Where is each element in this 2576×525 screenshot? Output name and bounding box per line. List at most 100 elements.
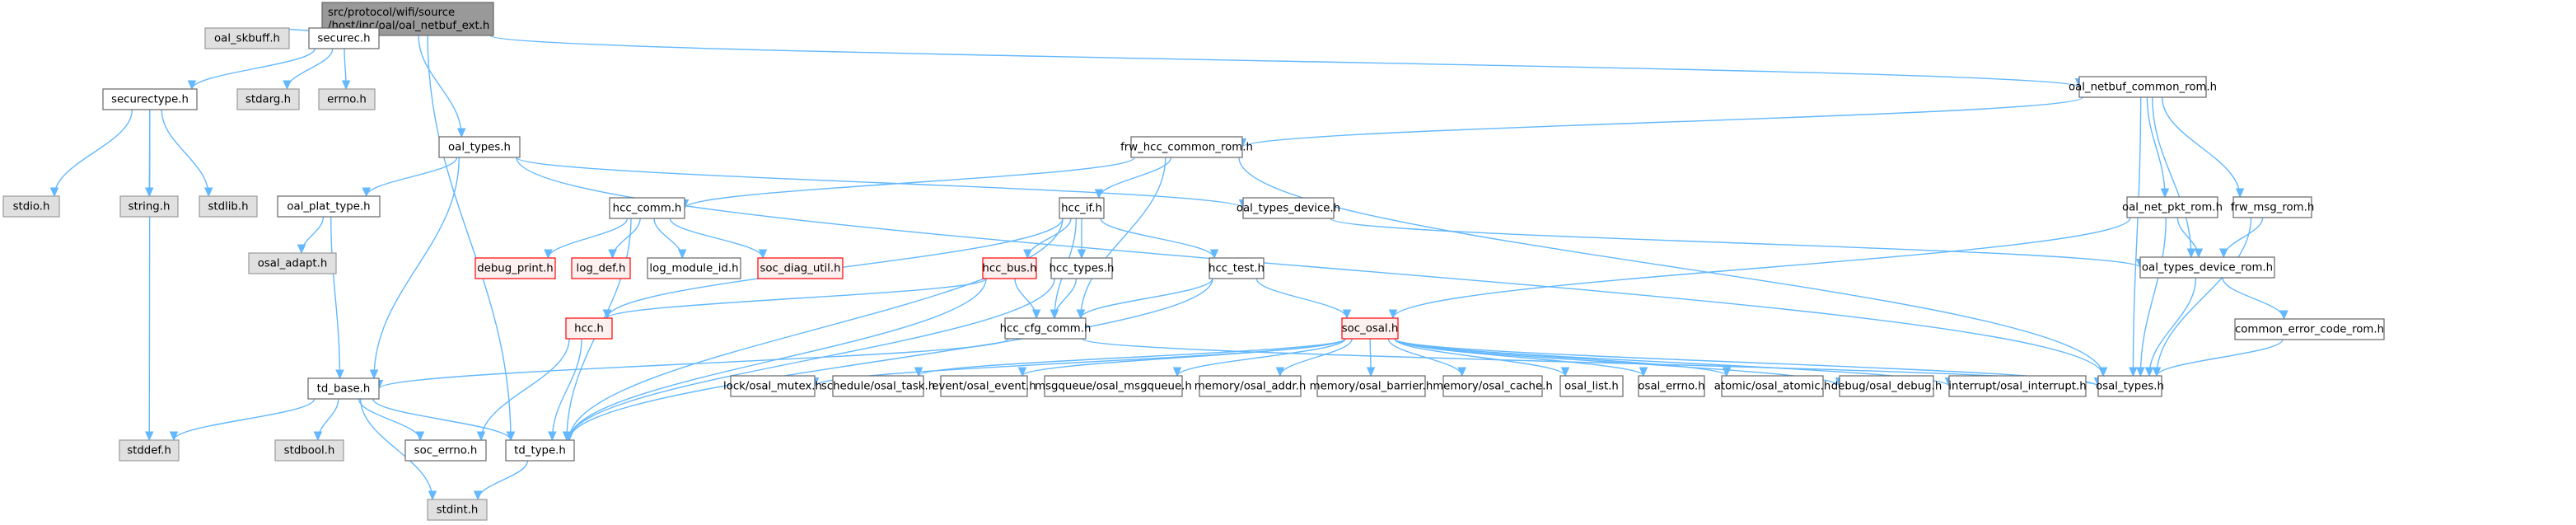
node-box[interactable] bbox=[2234, 318, 2385, 340]
node-debug-print[interactable]: debug_print.h bbox=[475, 257, 556, 279]
node-log-def[interactable]: log_def.h bbox=[571, 257, 631, 279]
node-td-type[interactable]: td_type.h bbox=[505, 439, 575, 462]
node-schedule-osal-task[interactable]: schedule/osal_task.h bbox=[821, 375, 935, 397]
node-box[interactable] bbox=[1004, 317, 1087, 340]
node-oal-skbuff[interactable]: oal_skbuff.h bbox=[204, 27, 290, 49]
node-box[interactable] bbox=[438, 136, 521, 158]
node-box[interactable] bbox=[119, 439, 180, 462]
node-box[interactable] bbox=[1839, 375, 1934, 397]
node-lock-osal-mutex[interactable]: lock/osal_mutex.h bbox=[723, 375, 822, 397]
node-box[interactable] bbox=[1209, 257, 1265, 279]
node-stdlib[interactable]: stdlib.h bbox=[199, 195, 258, 218]
node-td-base[interactable]: td_base.h bbox=[307, 377, 380, 400]
node-box[interactable] bbox=[475, 257, 556, 279]
edge-oal_types_device-to-oal_types_device_rom bbox=[1330, 218, 2141, 269]
node-event-osal-event[interactable]: event/osal_event.h bbox=[932, 375, 1036, 397]
node-hcc-types[interactable]: hcc_types.h bbox=[1050, 257, 1115, 279]
node-box[interactable] bbox=[1638, 375, 1705, 397]
node-osal-list[interactable]: osal_list.h bbox=[1559, 375, 1624, 397]
node-box[interactable] bbox=[318, 88, 376, 110]
node-oal-net-pkt-rom[interactable]: oal_net_pkt_rom.h bbox=[2122, 196, 2223, 218]
node-box[interactable] bbox=[1559, 375, 1624, 397]
node-oal-types-device[interactable]: oal_types_device.h bbox=[1237, 197, 1340, 219]
node-box[interactable] bbox=[647, 257, 741, 279]
node-atomic-osal-atomic[interactable]: atomic/osal_atomic.h bbox=[1714, 375, 1831, 397]
node-box[interactable] bbox=[832, 375, 924, 397]
node-frw-msg-rom[interactable]: frw_msg_rom.h bbox=[2231, 196, 2315, 218]
node-stdio[interactable]: stdio.h bbox=[2, 195, 60, 218]
node-stddef[interactable]: stddef.h bbox=[119, 439, 180, 462]
node-box[interactable] bbox=[102, 88, 198, 110]
arrowhead-icon bbox=[415, 431, 425, 442]
node-log-module-id[interactable]: log_module_id.h bbox=[647, 257, 741, 279]
node-box[interactable] bbox=[2, 195, 60, 218]
node-box[interactable] bbox=[2139, 256, 2275, 279]
node-common-error-code-rom[interactable]: common_error_code_rom.h bbox=[2234, 318, 2385, 340]
node-oal-types[interactable]: oal_types.h bbox=[438, 136, 521, 158]
node-box[interactable] bbox=[199, 195, 258, 218]
node-box[interactable] bbox=[277, 195, 381, 218]
node-box[interactable] bbox=[940, 375, 1028, 397]
node-securec[interactable]: securec.h bbox=[308, 27, 380, 49]
node-oal-netbuf-common-rom[interactable]: oal_netbuf_common_rom.h bbox=[2069, 76, 2217, 98]
node-hcc[interactable]: hcc.h bbox=[565, 317, 613, 340]
node-soc-errno[interactable]: soc_errno.h bbox=[404, 439, 487, 462]
node-box[interactable] bbox=[1050, 257, 1113, 279]
node-box[interactable] bbox=[308, 27, 380, 49]
node-memory-osal-barrier[interactable]: memory/osal_barrier.h bbox=[1310, 375, 1433, 397]
node-soc-osal[interactable]: soc_osal.h bbox=[1341, 317, 1399, 340]
node-box[interactable] bbox=[730, 375, 816, 397]
node-box[interactable] bbox=[236, 88, 300, 110]
node-stdint[interactable]: stdint.h bbox=[427, 499, 488, 521]
node-box[interactable] bbox=[571, 257, 631, 279]
node-oal-types-device-rom[interactable]: oal_types_device_rom.h bbox=[2139, 256, 2275, 279]
node-box[interactable] bbox=[1130, 136, 1243, 158]
node-box[interactable] bbox=[1721, 375, 1824, 397]
node-box[interactable] bbox=[1044, 375, 1183, 397]
node-box[interactable] bbox=[1242, 197, 1335, 219]
node-box[interactable] bbox=[248, 252, 337, 274]
node-box[interactable] bbox=[2126, 196, 2218, 218]
node-oal-plat-type[interactable]: oal_plat_type.h bbox=[277, 195, 381, 218]
node-box[interactable] bbox=[204, 27, 290, 49]
node-memory-osal-addr[interactable]: memory/osal_addr.h bbox=[1194, 375, 1307, 397]
node-memory-osal-cache[interactable]: memory/osal_cache.h bbox=[1433, 375, 1553, 397]
node-hcc-test[interactable]: hcc_test.h bbox=[1209, 257, 1265, 279]
node-box[interactable] bbox=[1442, 375, 1543, 397]
node-osal-errno[interactable]: osal_errno.h bbox=[1638, 375, 1705, 397]
node-soc-diag-util[interactable]: soc_diag_util.h bbox=[757, 257, 844, 279]
node-box[interactable] bbox=[565, 317, 613, 340]
node-string[interactable]: string.h bbox=[119, 195, 179, 218]
node-box[interactable] bbox=[119, 195, 179, 218]
node-osal-adapt[interactable]: osal_adapt.h bbox=[248, 252, 337, 274]
node-interrupt-osal-interrupt[interactable]: interrupt/osal_interrupt.h bbox=[1948, 375, 2087, 397]
node-box[interactable] bbox=[609, 197, 685, 219]
node-box[interactable] bbox=[505, 439, 575, 462]
node-box[interactable] bbox=[274, 439, 344, 462]
node-box[interactable] bbox=[1948, 375, 2087, 397]
node-box[interactable] bbox=[427, 499, 488, 521]
node-hcc-cfg-comm[interactable]: hcc_cfg_comm.h bbox=[1000, 317, 1092, 340]
node-osal-types[interactable]: osal_types.h bbox=[2096, 375, 2164, 397]
node-box[interactable] bbox=[2232, 196, 2312, 218]
node-frw-hcc-common-rom[interactable]: frw_hcc_common_rom.h bbox=[1120, 136, 1253, 158]
node-debug-osal-debug[interactable]: debug/osal_debug.h bbox=[1831, 375, 1943, 397]
node-box[interactable] bbox=[757, 257, 844, 279]
node-box[interactable] bbox=[982, 257, 1037, 279]
node-hcc-comm[interactable]: hcc_comm.h bbox=[609, 197, 685, 219]
node-box[interactable] bbox=[1059, 197, 1105, 219]
node-hcc-bus[interactable]: hcc_bus.h bbox=[982, 257, 1037, 279]
node-msgqueue-osal-msgqueue[interactable]: msgqueue/osal_msgqueue.h bbox=[1035, 375, 1192, 397]
node-errno[interactable]: errno.h bbox=[318, 88, 376, 110]
node-box[interactable] bbox=[307, 377, 380, 400]
node-hcc-if[interactable]: hcc_if.h bbox=[1059, 197, 1105, 219]
node-securectype[interactable]: securectype.h bbox=[102, 88, 198, 110]
node-box[interactable] bbox=[1341, 317, 1399, 340]
node-box[interactable] bbox=[1316, 375, 1426, 397]
node-stdarg[interactable]: stdarg.h bbox=[236, 88, 300, 110]
node-box[interactable] bbox=[1199, 375, 1302, 397]
node-box[interactable] bbox=[2078, 76, 2207, 98]
node-box[interactable] bbox=[2097, 375, 2162, 397]
node-stdbool[interactable]: stdbool.h bbox=[274, 439, 344, 462]
node-box[interactable] bbox=[404, 439, 487, 462]
